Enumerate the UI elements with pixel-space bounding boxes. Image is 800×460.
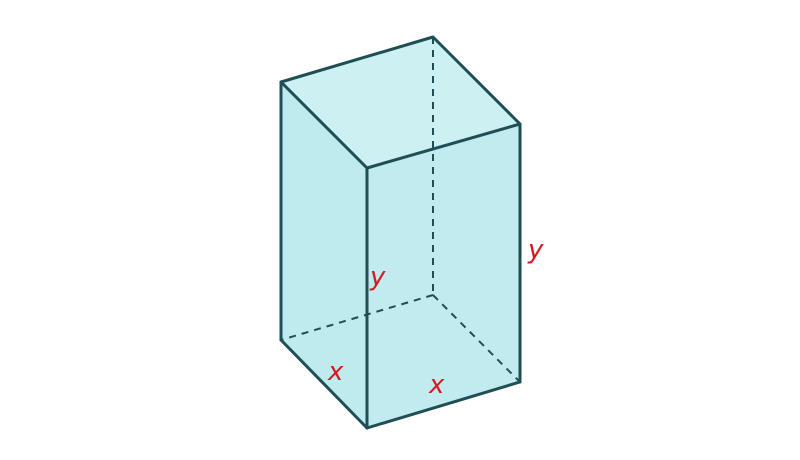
top-face: [281, 37, 520, 168]
right-height-label: y: [527, 235, 544, 265]
bottom-front-edge: [365, 380, 522, 430]
hidden-back-left-edge: [280, 294, 434, 341]
front-height-label: y: [369, 262, 386, 292]
left-base-label: x: [327, 357, 344, 387]
bottom-left-edge: [279, 338, 369, 430]
front-base-label: x: [428, 370, 445, 400]
front-face: [367, 124, 520, 428]
left-face: [281, 82, 367, 428]
